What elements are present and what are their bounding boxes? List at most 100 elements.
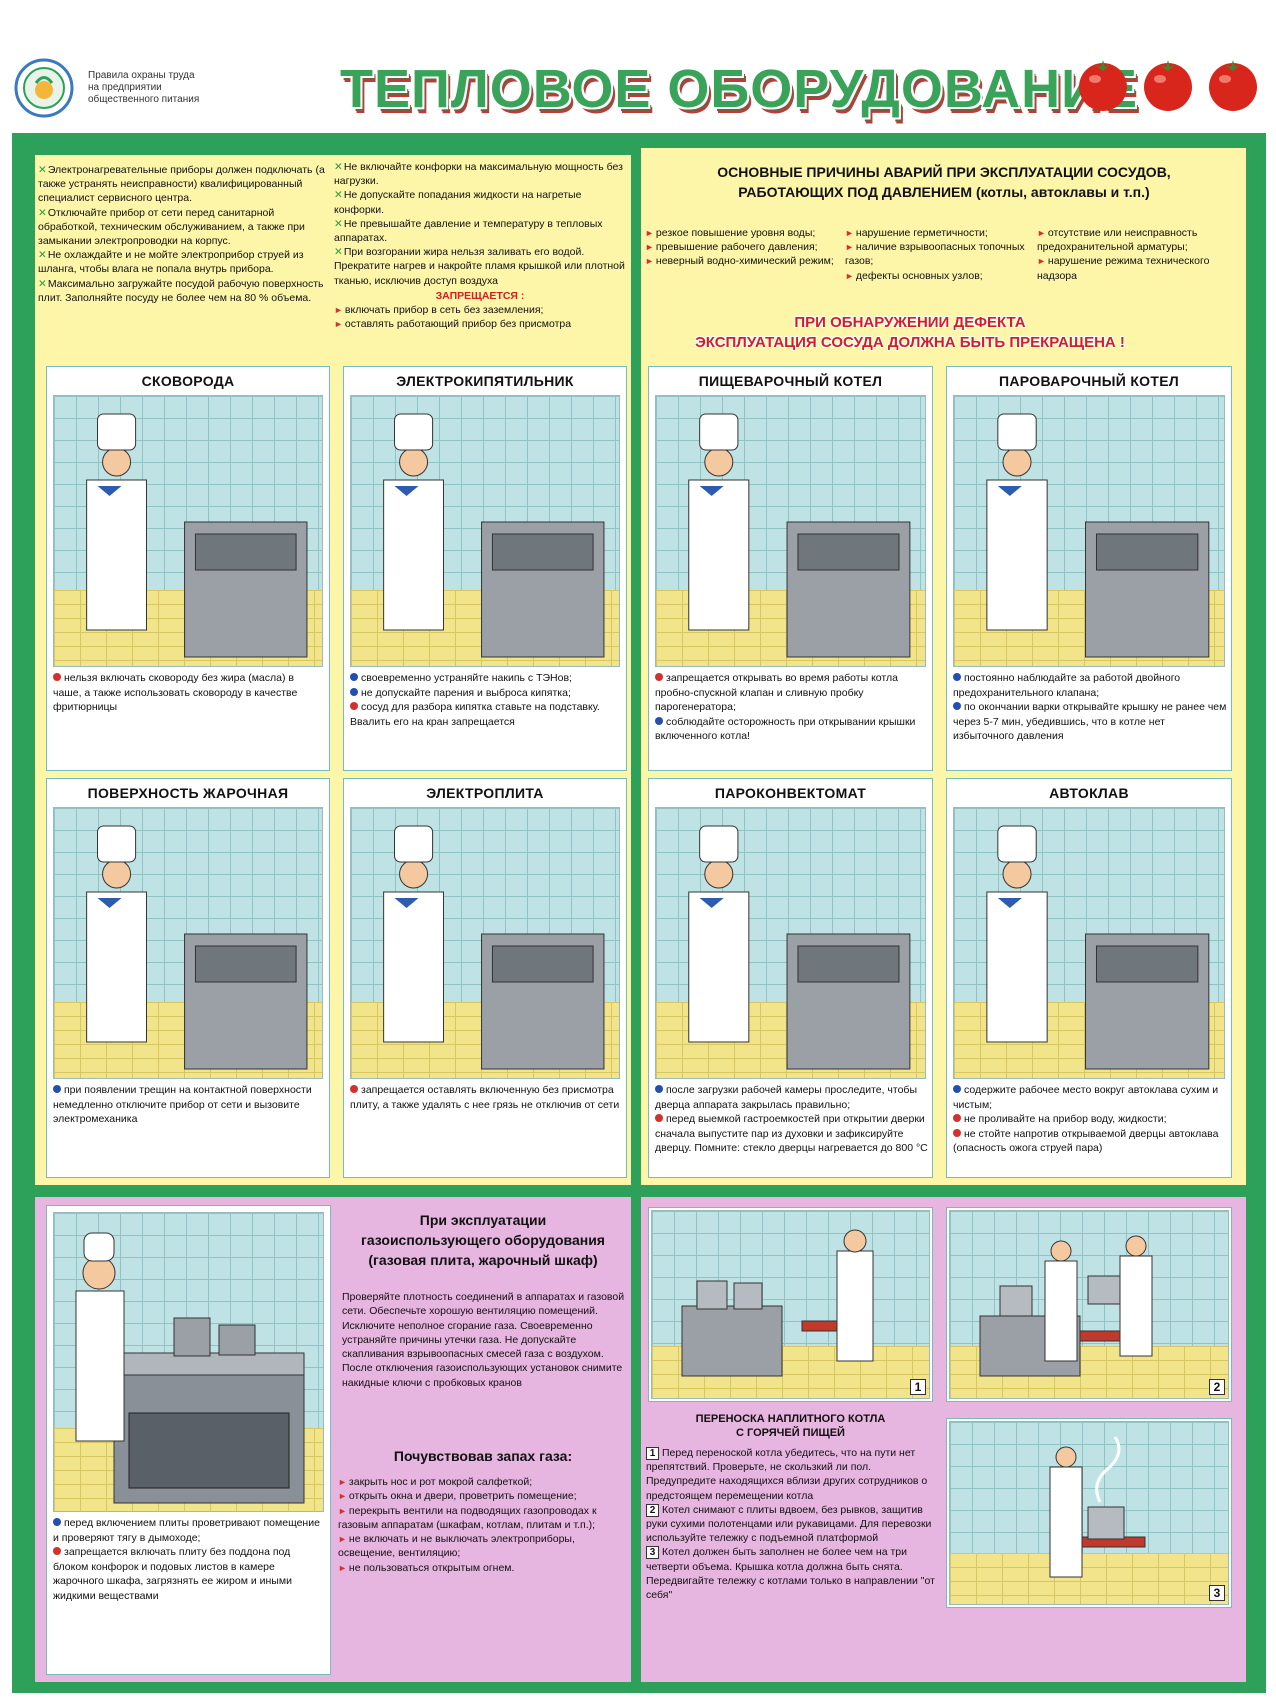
cause-item: ►нарушение режима технического надзора — [1037, 255, 1210, 282]
panel-notes: постоянно наблюдайте за работой двойного… — [953, 671, 1227, 744]
pressure-title-line: РАБОТАЮЩИХ ПОД ДАВЛЕНИЕМ (котлы, автокла… — [738, 184, 1150, 200]
red-triangle-icon: ► — [645, 256, 654, 267]
cause-item: ►превышение рабочего давления; — [645, 241, 818, 254]
step-number: 2 — [1209, 1379, 1225, 1395]
red-bullet-icon — [953, 1114, 961, 1122]
note: по окончании варки открывайте крышку не … — [953, 701, 1227, 742]
smell-item: ►не пользоваться открытым огнем. — [338, 1561, 515, 1574]
panel-title: АВТОКЛАВ — [1049, 785, 1129, 801]
caption-line: общественного питания — [88, 94, 200, 105]
red-triangle-icon: ► — [334, 305, 343, 316]
red-triangle-icon: ► — [1037, 228, 1046, 238]
pressure-title: ОСНОВНЫЕ ПРИЧИНЫ АВАРИЙ ПРИ ЭКСПЛУАТАЦИИ… — [645, 162, 1243, 202]
red-triangle-icon: ► — [845, 270, 854, 281]
gas-stove-illustration — [53, 1212, 324, 1512]
intro-rule: ✕Не включайте конфорки на максимальную м… — [334, 161, 623, 188]
green-cross-icon: ✕ — [334, 161, 343, 173]
smell-item: ►перекрыть вентили на подводящих газопро… — [338, 1504, 597, 1531]
pressure-col2: ►нарушение герметичности; ►наличие взрыв… — [845, 226, 1035, 283]
red-bullet-icon — [350, 702, 358, 710]
gas-title-line: газоиспользующего оборудования — [361, 1232, 605, 1248]
gas-smell-list: ►закрыть нос и рот мокрой салфеткой; ►от… — [338, 1475, 628, 1575]
note: не проливайте на прибор воду, жидкости; — [953, 1112, 1227, 1127]
red-triangle-icon: ► — [645, 228, 654, 238]
forbidden-title: ЗАПРЕЩАЕТСЯ : — [435, 289, 525, 302]
panel-title: СКОВОРОДА — [141, 373, 235, 389]
red-triangle-icon: ► — [338, 1562, 347, 1573]
equipment-panel: АВТОКЛАВ содержите рабочее место вокруг … — [946, 778, 1232, 1178]
panel-notes: содержите рабочее место вокруг автоклава… — [953, 1083, 1227, 1156]
warning-line: ЭКСПЛУАТАЦИЯ СОСУДА ДОЛЖНА БЫТЬ ПРЕКРАЩЕ… — [695, 334, 1125, 351]
equipment-illustration — [53, 395, 323, 667]
panel-notes: запрещается открывать во время работы ко… — [655, 671, 928, 744]
step-number: 3 — [1209, 1585, 1225, 1601]
equipment-illustration — [53, 807, 323, 1079]
note: содержите рабочее место вокруг автоклава… — [953, 1084, 1219, 1111]
step-number: 1 — [910, 1379, 926, 1395]
equipment-illustration — [655, 395, 926, 667]
panel-notes: после загрузки рабочей камеры проследите… — [655, 1083, 928, 1156]
pressure-title-line: ОСНОВНЫЕ ПРИЧИНЫ АВАРИЙ ПРИ ЭКСПЛУАТАЦИИ… — [717, 164, 1171, 180]
panel-notes: нельзя включать сковороду без жира (масл… — [53, 671, 325, 715]
intro-col2: ✕Не включайте конфорки на максимальную м… — [334, 160, 626, 331]
blue-bullet-icon — [953, 673, 961, 681]
panel-title: ПИЩЕВАРОЧНЫЙ КОТЕЛ — [698, 373, 883, 389]
panel-notes: запрещается оставлять включенную без при… — [350, 1083, 622, 1112]
intro-col1: ✕Электронагревательные приборы должен по… — [38, 163, 328, 305]
gas-stove-panel: перед включением плиты проветривают поме… — [46, 1205, 331, 1675]
note: запрещается оставлять включенную без при… — [350, 1084, 620, 1111]
pressure-col1: ►резкое повышение уровня воды; ►превышен… — [645, 226, 845, 269]
equipment-illustration — [350, 395, 620, 667]
gas-smell-title: Почувствовав запах газа: — [393, 1448, 573, 1464]
blue-bullet-icon — [350, 673, 358, 681]
note: не допускайте парения и выброса кипятка; — [350, 686, 622, 701]
green-cross-icon: ✕ — [38, 277, 47, 290]
note: не стойте напротив открываемой дверцы ав… — [953, 1127, 1219, 1154]
cause-item: ►дефекты основных узлов; — [845, 269, 983, 282]
step-number: 2 — [646, 1503, 659, 1517]
red-triangle-icon: ► — [338, 1534, 347, 1545]
page-title: ТЕПЛОВОЕ ОБОРУДОВАНИЕ — [340, 59, 1138, 119]
header-caption: Правила охраны труда на предприятии обще… — [88, 70, 199, 106]
red-triangle-icon: ► — [338, 1491, 347, 1502]
equipment-panel: ПАРОВАРОЧНЫЙ КОТЕЛ постоянно наблюдайте … — [946, 366, 1232, 771]
panel-notes: своевременно устраняйте накипь с ТЭНов;н… — [350, 671, 622, 729]
equipment-panel: СКОВОРОДА нельзя включать сковороду без … — [46, 366, 330, 771]
tomato-icon — [1079, 60, 1127, 111]
note: перед выемкой гастроемкостей при открыти… — [655, 1113, 928, 1154]
forbidden-item: ►включать прибор в сеть без заземления; — [334, 304, 544, 317]
pressure-col3: ►отсутствие или неисправность предохрани… — [1037, 226, 1242, 283]
blue-bullet-icon — [655, 716, 663, 725]
gas-title-line: (газовая плита, жарочный шкаф) — [368, 1252, 598, 1268]
blue-bullet-icon — [953, 1085, 961, 1093]
defect-warning: ПРИ ОБНАРУЖЕНИИ ДЕФЕКТА ЭКСПЛУАТАЦИЯ СОС… — [640, 313, 1180, 353]
intro-rule: ✕Максимально загружайте посудой рабочую … — [38, 277, 324, 304]
gas-stove-notes: перед включением плиты проветривают поме… — [53, 1516, 326, 1603]
carry-image-1: 1 — [648, 1207, 933, 1402]
carry-image-2: 2 — [946, 1207, 1232, 1402]
cause-item: ►нарушение герметичности; — [845, 227, 988, 239]
blue-bullet-icon — [655, 1085, 663, 1093]
intro-rule: ✕Не охлаждайте и не мойте электроприбор … — [38, 249, 304, 276]
intro-rule: ✕Электронагревательные приборы должен по… — [38, 164, 325, 205]
note: после загрузки рабочей камеры проследите… — [655, 1084, 917, 1111]
red-bullet-icon — [53, 673, 61, 681]
cause-item: ►отсутствие или неисправность предохрани… — [1037, 227, 1198, 254]
smell-item: ►открыть окна и двери, проветрить помеще… — [338, 1490, 577, 1503]
smell-item: ►закрыть нос и рот мокрой салфеткой; — [338, 1476, 533, 1488]
note: соблюдайте осторожность при открывании к… — [655, 715, 916, 742]
note: сосуд для разбора кипятка ставьте на под… — [350, 701, 600, 728]
red-triangle-icon: ► — [1037, 256, 1046, 267]
tomato-icon — [1144, 60, 1192, 111]
equipment-illustration — [350, 807, 620, 1079]
equipment-panel: ЭЛЕКТРОПЛИТА запрещается оставлять включ… — [343, 778, 627, 1178]
red-bullet-icon — [53, 1547, 61, 1555]
step-number: 3 — [646, 1546, 659, 1560]
warning-line: ПРИ ОБНАРУЖЕНИИ ДЕФЕКТА — [794, 314, 1026, 331]
intro-rule: ✕Отключайте прибор от сети перед санитар… — [38, 206, 305, 248]
panel-title: ПАРОВАРОЧНЫЙ КОТЕЛ — [999, 373, 1179, 389]
blue-bullet-icon — [350, 687, 358, 696]
